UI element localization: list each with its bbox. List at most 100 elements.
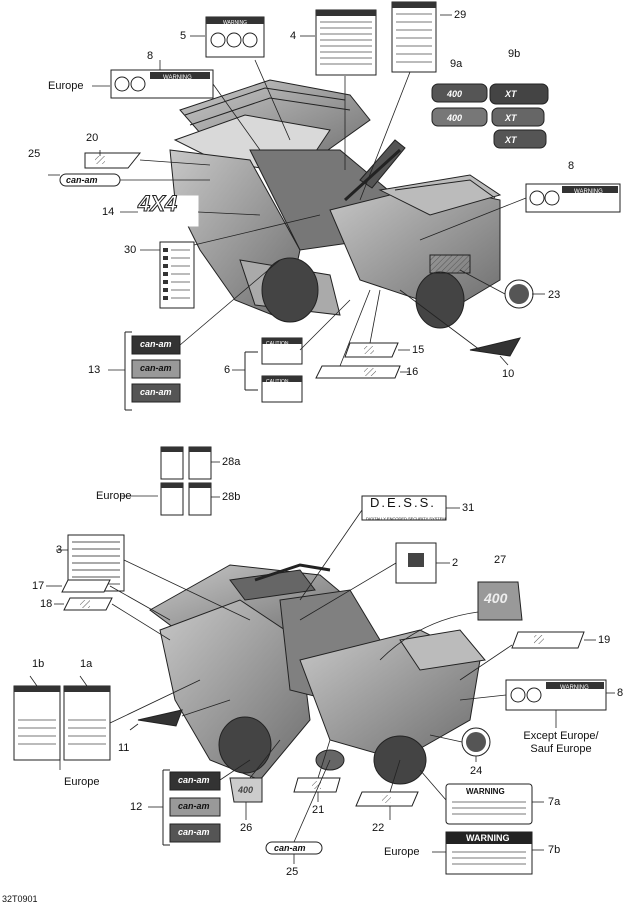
decal-8-top-warning-text: WARNING — [163, 75, 192, 81]
decal-23 — [504, 279, 534, 309]
decal-29 — [391, 1, 437, 73]
decal-12 — [162, 769, 221, 846]
callout-31: 31 — [462, 502, 475, 514]
callout-13: 13 — [88, 364, 101, 376]
region-europe-28b: Europe — [96, 490, 132, 502]
decal-27-400-text: 400 — [484, 590, 508, 606]
callout-17: 17 — [32, 580, 45, 592]
decal-8-bot-warning-text: WARNING — [560, 685, 589, 691]
decal-5 — [205, 16, 265, 58]
decal-14-4x4-text: 4X4 — [137, 191, 178, 216]
decal-28a — [160, 446, 212, 480]
region-europe-top: Europe — [48, 80, 84, 92]
callout-4: 4 — [290, 30, 297, 42]
decal-5-warning-text: WARNING — [223, 20, 247, 26]
callout-27: 27 — [494, 554, 507, 566]
decal-27 — [477, 581, 523, 621]
decal-22 — [355, 791, 419, 807]
callout-7b: 7b — [548, 844, 561, 856]
decal-31 — [361, 495, 447, 521]
decal-20 — [84, 152, 142, 169]
decal-9a — [431, 83, 488, 127]
callout-1a: 1a — [80, 658, 93, 670]
decal-7a-warning-text: WARNING — [466, 787, 505, 796]
decal-6b-caution-text: CAUTION — [266, 379, 289, 385]
decal-8-warning-bottom — [505, 679, 607, 711]
callout-12: 12 — [130, 801, 143, 813]
decal-15 — [344, 342, 399, 358]
callout-6: 6 — [224, 364, 231, 376]
callout-25-bottom: 25 — [286, 866, 299, 878]
callout-8-mid: 8 — [568, 160, 575, 172]
decal-30 — [159, 241, 195, 309]
decal-19 — [511, 631, 585, 649]
callout-8-bottom: 8 — [617, 687, 624, 699]
decal-14 — [137, 195, 199, 227]
decal-7a — [445, 783, 533, 825]
callout-2: 2 — [452, 557, 459, 569]
callout-11: 11 — [118, 742, 130, 754]
callout-21: 21 — [312, 804, 325, 816]
callout-15: 15 — [412, 344, 425, 356]
callout-28b: 28b — [222, 491, 241, 503]
decal-6 — [244, 337, 303, 403]
decal-4 — [315, 9, 377, 76]
decal-9b-xt2-text: XT — [505, 113, 517, 123]
callout-30: 30 — [124, 244, 137, 256]
decal-13 — [124, 331, 181, 411]
except-europe-line1: Except Europe/ — [523, 730, 599, 742]
callout-5: 5 — [180, 30, 187, 42]
decal-7b-warning-text: WARNING — [466, 833, 510, 843]
decal-13a-brand-text: can-am — [140, 339, 172, 349]
callout-14: 14 — [102, 206, 115, 218]
decal-25-top-brand-text: can-am — [66, 175, 98, 185]
callout-9b: 9b — [508, 48, 521, 60]
callout-24: 24 — [470, 765, 483, 777]
decal-25-bottom-brand-text: can-am — [274, 843, 306, 853]
except-europe-line2: Sauf Europe — [530, 743, 592, 755]
decal-8-warning-top — [110, 69, 214, 99]
callout-25-top: 25 — [28, 148, 41, 160]
decal-9b — [489, 83, 549, 149]
callout-8-top: 8 — [147, 50, 154, 62]
callout-23: 23 — [548, 289, 561, 301]
region-except-europe: Except Europe/ Sauf Europe — [506, 730, 616, 756]
decal-7b — [445, 831, 533, 875]
decal-12b-brand-text: can-am — [178, 801, 210, 811]
callout-16: 16 — [406, 366, 419, 378]
decal-21 — [293, 777, 341, 793]
callout-1b: 1b — [32, 658, 45, 670]
region-europe-1: Europe — [64, 776, 100, 788]
decal-13c-brand-text: can-am — [140, 387, 172, 397]
decal-9b-xt3-text: XT — [505, 135, 517, 145]
decal-1b — [13, 685, 61, 761]
decal-9a-400-text: 400 — [447, 89, 463, 99]
callout-7a: 7a — [548, 796, 561, 808]
figure-code: 32T0901 — [2, 894, 38, 904]
decal-24 — [461, 727, 491, 757]
decal-6a-caution-text: CAUTION — [266, 341, 289, 347]
decal-26 — [229, 777, 263, 803]
decal-13b-brand-text: can-am — [140, 363, 172, 373]
callout-20: 20 — [86, 132, 99, 144]
decal-10 — [469, 337, 521, 357]
decal-17 — [61, 579, 111, 593]
decal-12c-brand-text: can-am — [178, 827, 210, 837]
decal-2 — [395, 542, 437, 584]
decal-1a — [63, 685, 111, 761]
decal-31-dess-subtext: DIGITALLY ENCODED SECURITY SYSTEM — [366, 516, 446, 521]
callout-3: 3 — [56, 544, 63, 556]
callout-9a: 9a — [450, 58, 463, 70]
decal-9b-xt-text: XT — [505, 89, 517, 99]
decal-12a-brand-text: can-am — [178, 775, 210, 785]
callout-10: 10 — [502, 368, 515, 380]
decal-26-400-text: 400 — [238, 785, 254, 795]
decal-11 — [137, 709, 183, 727]
callout-18: 18 — [40, 598, 53, 610]
decal-28b — [160, 482, 212, 516]
callout-22: 22 — [372, 822, 385, 834]
atv-bottom-illustration — [149, 563, 486, 785]
decal-16 — [315, 365, 401, 379]
callout-26: 26 — [240, 822, 253, 834]
